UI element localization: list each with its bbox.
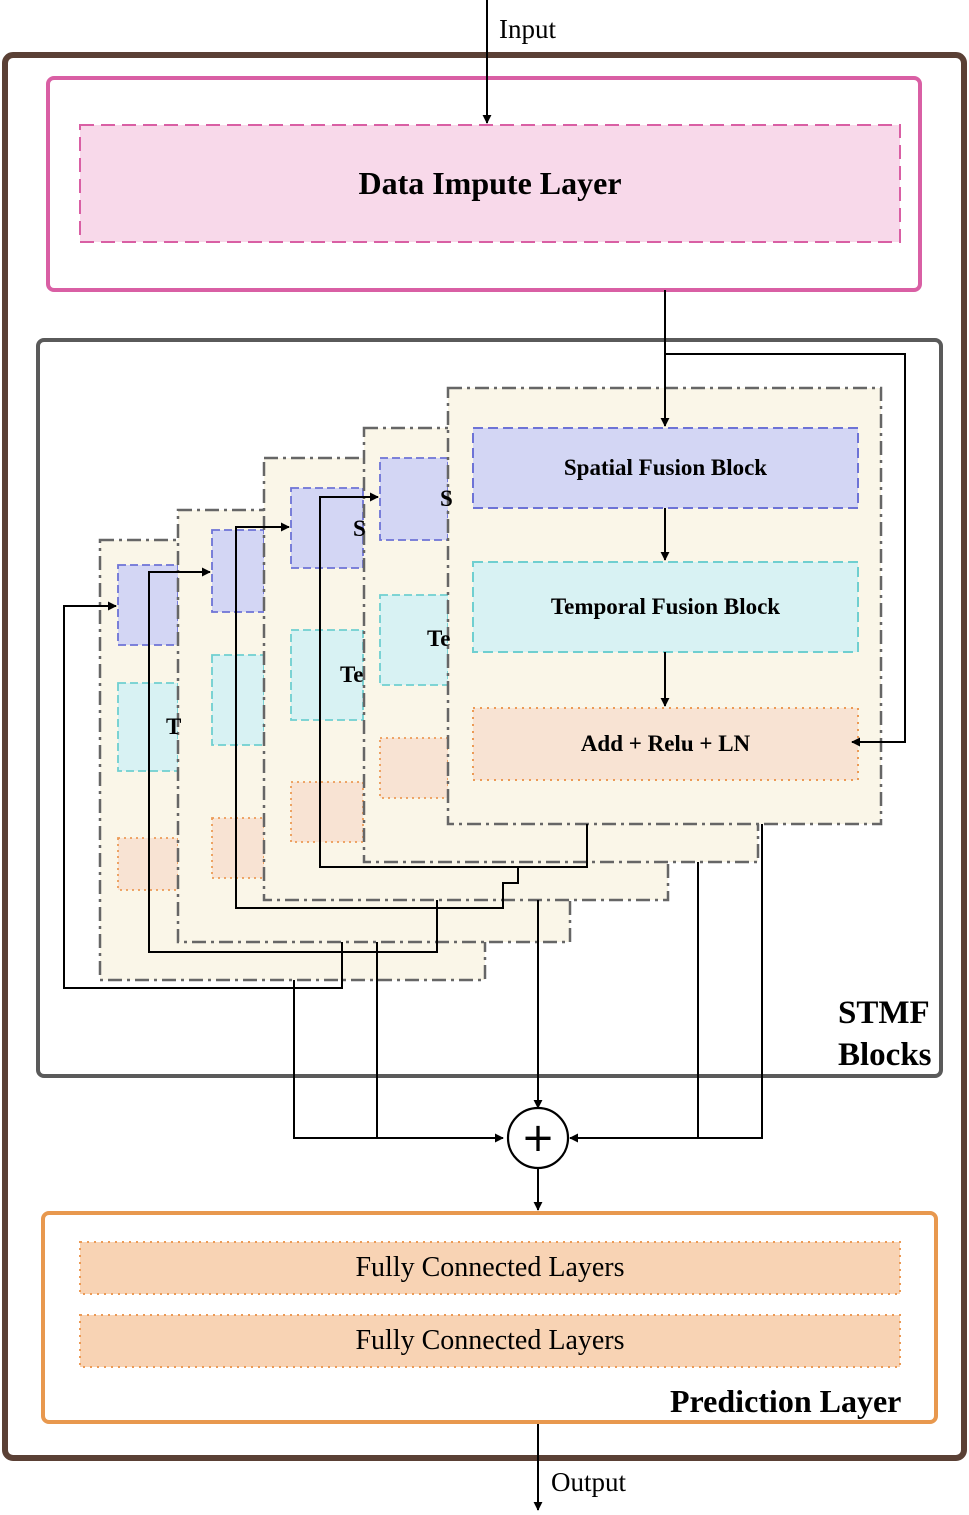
spatial-fusion-box [472,427,859,509]
outer-frame [2,52,967,1461]
fc-layer-2-box [79,1314,901,1368]
stmf-label-line1: STMF [838,995,930,1031]
stmf-block-front [446,386,883,826]
block3-spatial-fragment: S [353,516,366,541]
temporal-fusion-label: Temporal Fusion Block [550,594,781,619]
block1-temporal-fragment: T [166,714,182,739]
add-relu-ln-label: Add + Relu + LN [580,731,751,756]
connection-lines [63,0,906,1511]
input-label: Input [499,14,556,44]
stmf-label-line2: Blocks [838,1037,932,1073]
output-label: Output [551,1467,627,1497]
prediction-layer-label: Prediction Layer [670,1383,902,1419]
block4-spatial-fragment: S [440,486,453,511]
sum-node [506,1106,570,1170]
fc-layer-1-box [79,1241,901,1295]
block4-temporal-fragment: Te [427,626,451,651]
sum-symbol: + [521,1115,555,1161]
block3-temporal-fragment: Te [340,662,364,687]
data-impute-box [79,124,901,243]
fc-layer-1-label: Fully Connected Layers [355,1252,625,1283]
fc-layer-2-label: Fully Connected Layers [355,1325,625,1356]
spatial-fusion-label: Spatial Fusion Block [563,455,768,480]
data-impute-label: Data Impute Layer [358,165,622,201]
